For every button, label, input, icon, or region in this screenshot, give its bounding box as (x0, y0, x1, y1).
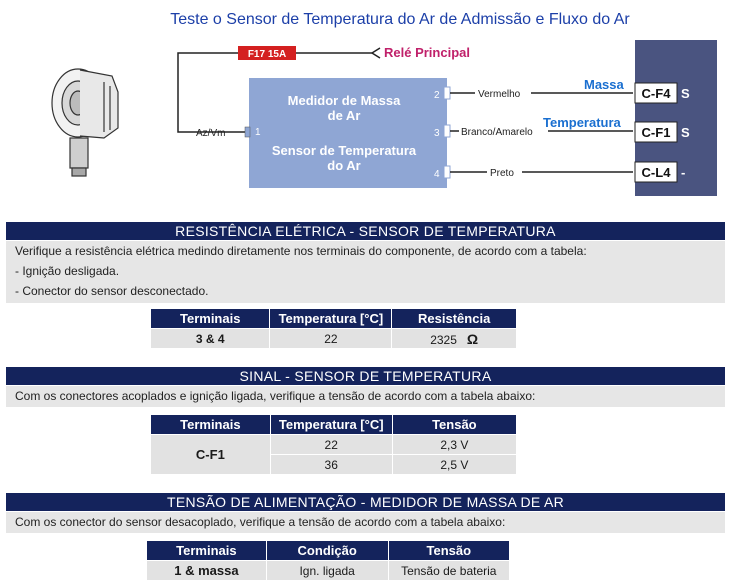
connector-c-l4-label: C-L4 (642, 165, 672, 180)
fuse-label: F17 15A (248, 49, 286, 60)
table-row: C-F1 22 2,3 V (150, 434, 518, 475)
connector-c-f4 (634, 82, 678, 104)
cell-temperatura: 36 (269, 454, 393, 475)
table-row: 36 2,5 V (151, 454, 518, 475)
cell-tensao: Tensão de bateria (387, 560, 511, 581)
resistance-value: 2325 (430, 332, 457, 347)
supply-table: Terminais Condição Tensão 1 & massa Ign.… (146, 540, 511, 581)
section-header-alimentacao: TENSÃO DE ALIMENTAÇÃO - MEDIDOR DE MASSA… (6, 493, 725, 511)
table-header-row: Terminais Temperatura [°C] Resistência (149, 308, 517, 329)
signal-table: Terminais Temperatura [°C] Tensão C-F1 2… (150, 414, 518, 475)
relay-arrow-icon (371, 47, 381, 59)
connector-c-f1-label: C-F1 (642, 125, 671, 140)
component-label-top: Medidor de Massa (288, 93, 401, 108)
cell-temperatura: 22 (269, 328, 393, 349)
table-header-row: Terminais Temperatura [°C] Tensão (150, 414, 518, 435)
wiring-diagram: F17 15A Relé Principal Az/Vm Medidor de … (51, 40, 717, 196)
section-panel-resistencia: Verifique a resistência elétrica medindo… (6, 241, 725, 303)
section-header-resistencia: RESISTÊNCIA ELÉTRICA - SENSOR DE TEMPERA… (6, 222, 725, 240)
connector-c-f4-label: C-F4 (642, 86, 672, 101)
wire-label-2: Vermelho (478, 89, 521, 100)
connector-c-l4-type: - (681, 165, 685, 180)
sensor-illustration-icon (51, 68, 119, 177)
wire-power (177, 52, 245, 133)
component-label-top-2: de Ar (328, 108, 361, 123)
cell-terminal: C-F1 (150, 434, 271, 475)
cell-tensao: 2,3 V (391, 434, 518, 455)
wire-label-1: Az/Vm (196, 128, 225, 139)
table-header-row: Terminais Condição Tensão (146, 540, 511, 561)
instruction-line: Com os conectores acoplados e ignição li… (15, 389, 536, 403)
label-temperatura: Temperatura (543, 115, 622, 130)
instruction-line: Com os conector do sensor desacoplado, v… (15, 515, 506, 529)
cell-resistencia: 2325 Ω (391, 328, 517, 349)
cell-temperatura: 22 (269, 434, 393, 455)
instruction-line: - Conector do sensor desconectado. (15, 284, 209, 298)
pin-3: 3 (434, 128, 440, 139)
column-header: Condição (265, 540, 389, 561)
column-header: Resistência (391, 308, 517, 329)
instruction-line: - Ignição desligada. (15, 264, 120, 278)
column-header: Tensão (387, 540, 511, 561)
pin-2: 2 (434, 90, 440, 101)
cell-terminais: 1 & massa (146, 560, 267, 581)
section-panel-sinal: Com os conectores acoplados e ignição li… (6, 386, 725, 407)
connector-c-f1 (634, 121, 678, 143)
wire-label-4: Preto (490, 168, 514, 179)
resistance-table: Terminais Temperatura [°C] Resistência 3… (149, 308, 517, 349)
ohm-unit: Ω (466, 330, 479, 347)
fuse-icon (238, 46, 296, 60)
page-title: Teste o Sensor de Temperatura do Ar de A… (170, 11, 630, 28)
column-header: Tensão (391, 414, 518, 435)
pin-4: 4 (434, 169, 440, 180)
instruction-line: Verifique a resistência elétrica medindo… (15, 244, 587, 258)
column-header: Temperatura [°C] (269, 414, 393, 435)
relay-label: Relé Principal (384, 45, 470, 60)
table-row: 1 & massa Ign. ligada Tensão de bateria (146, 560, 511, 581)
cell-tensao: 2,5 V (391, 454, 518, 475)
component-box (249, 78, 447, 188)
pin-1: 1 (255, 127, 261, 138)
cell-terminais: 3 & 4 (149, 328, 271, 349)
column-header: Terminais (146, 540, 267, 561)
column-header: Terminais (150, 414, 271, 435)
component-label-bottom: Sensor de Temperatura (272, 143, 417, 158)
column-header: Temperatura [°C] (269, 308, 393, 329)
connector-c-f1-type: S (681, 125, 690, 140)
connector-c-f4-type: S (681, 86, 690, 101)
section-panel-alimentacao: Com os conector do sensor desacoplado, v… (6, 512, 725, 533)
table-row: 3 & 4 22 2325 Ω (149, 328, 517, 349)
connector-c-l4 (634, 161, 678, 183)
column-header: Terminais (149, 308, 271, 329)
component-label-bottom-2: do Ar (327, 158, 360, 173)
section-header-sinal: SINAL - SENSOR DE TEMPERATURA (6, 367, 725, 385)
label-massa: Massa (584, 77, 625, 92)
wire-label-3: Branco/Amarelo (461, 127, 533, 138)
cell-condicao: Ign. ligada (265, 560, 389, 581)
